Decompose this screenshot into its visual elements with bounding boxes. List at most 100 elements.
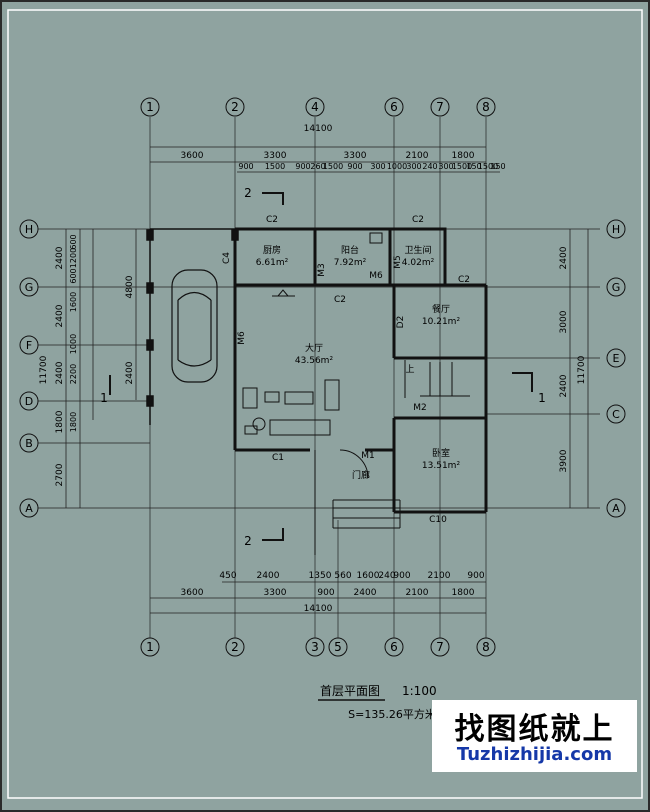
dim-bottom: 900 (467, 571, 484, 581)
room-area: 43.56m² (295, 356, 334, 366)
grid-label-bottom: 8 (482, 640, 490, 654)
grid-label-bottom: 7 (436, 640, 444, 654)
room-area: 4.02m² (402, 258, 435, 268)
plan-title: 首层平面图 (320, 684, 380, 698)
car-icon (171, 269, 218, 383)
dim-left: 2400 (55, 246, 65, 269)
grid-label-bottom: 2 (231, 640, 239, 654)
dim-bottom: 450 (219, 571, 236, 581)
grid-label-bottom: 3 (311, 640, 319, 654)
dim-left-inner: 4800 (125, 275, 135, 298)
grid-bubble-right (606, 498, 626, 518)
dim-bottom: 560 (334, 571, 351, 581)
dim-bottom: 2100 (428, 571, 451, 581)
label-sec_right: 1 (538, 391, 546, 405)
furniture (242, 232, 383, 436)
grid-bubble-right (606, 219, 626, 239)
grid-bubble-top (476, 97, 496, 117)
dim-bottom: 3300 (264, 588, 287, 598)
grid-bubble-right (606, 404, 626, 424)
grid-label-right: A (612, 502, 620, 515)
dim-left-total: 11700 (39, 355, 49, 384)
dim-right: 3900 (559, 449, 569, 472)
dim-top: 1800 (452, 151, 475, 161)
dim-top-detail: 900 (295, 162, 310, 171)
grid-bubble-left (19, 335, 39, 355)
grid-label-top: 4 (311, 100, 319, 114)
label-sec_left: 1 (100, 391, 108, 405)
grid-label-top: 1 (146, 100, 154, 114)
dim-top-total: 14100 (304, 124, 333, 134)
room-area: 10.21m² (422, 317, 461, 327)
dim-left-detail: 2200 (69, 364, 78, 384)
grid-bubble-left (19, 219, 39, 239)
grid-label-left: H (25, 223, 33, 236)
dim-top: 3300 (344, 151, 367, 161)
watermark-chinese: 找图纸就上 (454, 712, 615, 747)
plan-scale: 1:100 (402, 684, 437, 698)
grid-bubble-top (305, 97, 325, 117)
dim-bottom: 1800 (452, 588, 475, 598)
dim-top-detail: 1500 (452, 162, 472, 171)
label-c2d: C2 (334, 295, 346, 305)
room-name: 厨房 (263, 244, 281, 256)
grid-label-right: H (612, 223, 620, 236)
grid-label-left: F (26, 339, 32, 352)
room-area: 7.92m² (334, 258, 367, 268)
dim-bottom: 900 (317, 588, 334, 598)
label-d2: D2 (396, 316, 406, 329)
label-m6b: M6 (237, 331, 247, 345)
dim-bottom-total: 14100 (304, 604, 333, 614)
dim-left: 1800 (55, 410, 65, 433)
grid-label-left: A (25, 502, 33, 515)
dim-top-detail: 150 (466, 162, 481, 171)
grid-label-top: 8 (482, 100, 490, 114)
grid-label-left: G (25, 281, 34, 294)
dim-bottom: 2400 (257, 571, 280, 581)
room-name: 餐厅 (432, 303, 450, 315)
dim-bottom: 2400 (354, 588, 377, 598)
dim-top-detail: 260 (310, 162, 325, 171)
dim-bottom: 1350 (309, 571, 332, 581)
label-c1: C1 (272, 453, 284, 463)
grid-bubble-bottom (328, 637, 348, 657)
grid-bubble-left (19, 433, 39, 453)
label-m5: M5 (393, 255, 403, 269)
label-c2c: C2 (458, 275, 470, 285)
dim-top-detail: 1500 (265, 162, 285, 171)
dim-left-detail: 1600 (69, 292, 78, 312)
grid-bubble-bottom (476, 637, 496, 657)
grid-bubble-top (225, 97, 245, 117)
dim-top-detail: 150 (490, 162, 505, 171)
label-c4: C4 (222, 252, 232, 264)
dim-bottom: 1600 (357, 571, 380, 581)
dim-left-detail: 1000 (69, 334, 78, 354)
grid-label-left: D (25, 395, 33, 408)
grid-label-bottom: 6 (390, 640, 398, 654)
grid-label-right: E (613, 352, 620, 365)
grid-bubble-top (384, 97, 404, 117)
grid-label-bottom: 1 (146, 640, 154, 654)
grid-bubble-bottom (305, 637, 325, 657)
dim-left-inner: 2400 (125, 361, 135, 384)
label-sec_top: 2 (244, 186, 252, 200)
grid-label-top: 7 (436, 100, 444, 114)
dim-top-detail: 300 (406, 162, 421, 171)
watermark-url: Tuzhizhijia.com (456, 744, 613, 765)
room-area: 6.61m² (256, 258, 289, 268)
room-name: 卧室 (432, 447, 450, 459)
dim-top-detail: 900 (347, 162, 362, 171)
dim-top-detail: 1500 (478, 162, 498, 171)
dim-top-detail: 240 (422, 162, 437, 171)
room-area: 13.51m² (422, 461, 461, 471)
dim-top-detail: 300 (370, 162, 385, 171)
watermark-logo: 找图纸就上 Tuzhizhijia.com (432, 700, 637, 772)
grid-label-top: 6 (390, 100, 398, 114)
dim-top-detail: 300 (438, 162, 453, 171)
grid-bubble-right (606, 277, 626, 297)
dim-right: 2400 (559, 374, 569, 397)
dim-left-detail: 1200 (69, 248, 78, 268)
grid-label-top: 2 (231, 100, 239, 114)
label-c2a: C2 (266, 215, 278, 225)
